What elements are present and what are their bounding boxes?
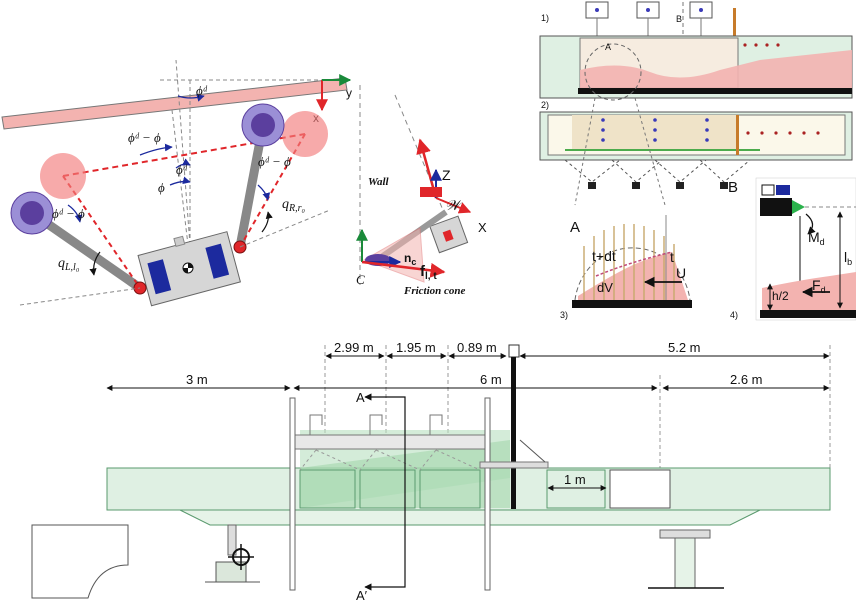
axis-y-label: y [346, 86, 352, 100]
dv-label: dV [597, 280, 613, 295]
dim-0-89: 0.89 m [457, 340, 497, 355]
panel-2-label: 2) [541, 100, 549, 110]
right-wheel-reference [282, 111, 328, 157]
fd-label: Fd [812, 277, 826, 295]
dim-2-6: 2.6 m [730, 372, 763, 387]
z-label: Z [442, 167, 451, 183]
left-arm [29, 209, 143, 292]
phi-d-minus-phi-right-label: ϕᵈ − ϕ [258, 154, 291, 169]
tank-side-view: 1) B A 2) [539, 1, 853, 206]
u-label: U [676, 265, 686, 281]
w-label: 𝒲 [445, 199, 463, 214]
phi-d-label: ϕᵈ [176, 162, 188, 177]
friction-cone-label: Friction cone [403, 285, 466, 297]
dim-2-99: 2.99 m [334, 340, 374, 355]
sediment-profile [580, 50, 852, 90]
panel-1-label: 1) [541, 13, 549, 23]
flume-underside [179, 509, 761, 526]
label-a-small: A [605, 42, 611, 52]
phi-d-minus-phi-left-label: ϕᵈ − ϕ [52, 206, 85, 221]
detail-a-title: A [570, 219, 580, 236]
body-axis-dashed [175, 59, 191, 246]
f-label: fl, t [420, 263, 437, 282]
q-right-label: qR,r₀ [282, 197, 306, 214]
dim-3: 3 m [186, 372, 208, 387]
detail-a: A t+dt t U dV 3) [560, 215, 692, 320]
gate-bar [733, 8, 736, 50]
detail-b-title: B [728, 179, 738, 196]
lb-label: lb [844, 249, 852, 267]
h2-label: h/2 [772, 289, 789, 303]
panel-4-label: 4) [730, 310, 738, 320]
x-label: X [478, 220, 487, 235]
dim-1-95: 1.95 m [396, 340, 436, 355]
wall-label: Wall [368, 176, 390, 188]
md-label: Md [808, 229, 825, 247]
robot-diagram: x y [1, 59, 352, 307]
c-label: C [356, 272, 365, 287]
end-window [609, 469, 671, 509]
phi-label: ϕ [158, 180, 165, 195]
detail-b: B Md lb Fd h/2 4) [728, 177, 856, 321]
label-b-small: B [676, 14, 682, 24]
dim-6: 6 m [480, 372, 502, 387]
flume-diagram: 2.99 m 1.95 m 0.89 m 5.2 m 3 m 6 m 2.6 m [31, 340, 831, 601]
tilted-reference-dashed [171, 109, 189, 246]
left-wheel-reference [40, 153, 86, 199]
right-wheel-hub [251, 113, 275, 137]
section-a-label: A [356, 390, 365, 405]
phi-d-top-label: ϕᵈ [196, 83, 208, 98]
n-label: nc [404, 251, 416, 267]
wall-contact-diagram: Wall Z 𝒲 X nc fl, t C Friction cone [356, 85, 487, 297]
ceiling-beam [1, 77, 348, 130]
panel-3-label: 3) [560, 310, 568, 320]
t-dt-label: t+dt [592, 248, 616, 264]
dim-5-2: 5.2 m [668, 340, 701, 355]
left-wheel-hub [20, 201, 44, 225]
q-left-label: qL,l₀ [58, 256, 80, 273]
dim-1: 1 m [564, 472, 586, 487]
inlet-tank [31, 524, 129, 599]
gate-pole [511, 357, 516, 509]
section-a-prime-label: A′ [356, 588, 368, 601]
phi-d-minus-phi-label: ϕᵈ − ϕ [128, 130, 161, 145]
t-label: t [670, 249, 674, 265]
